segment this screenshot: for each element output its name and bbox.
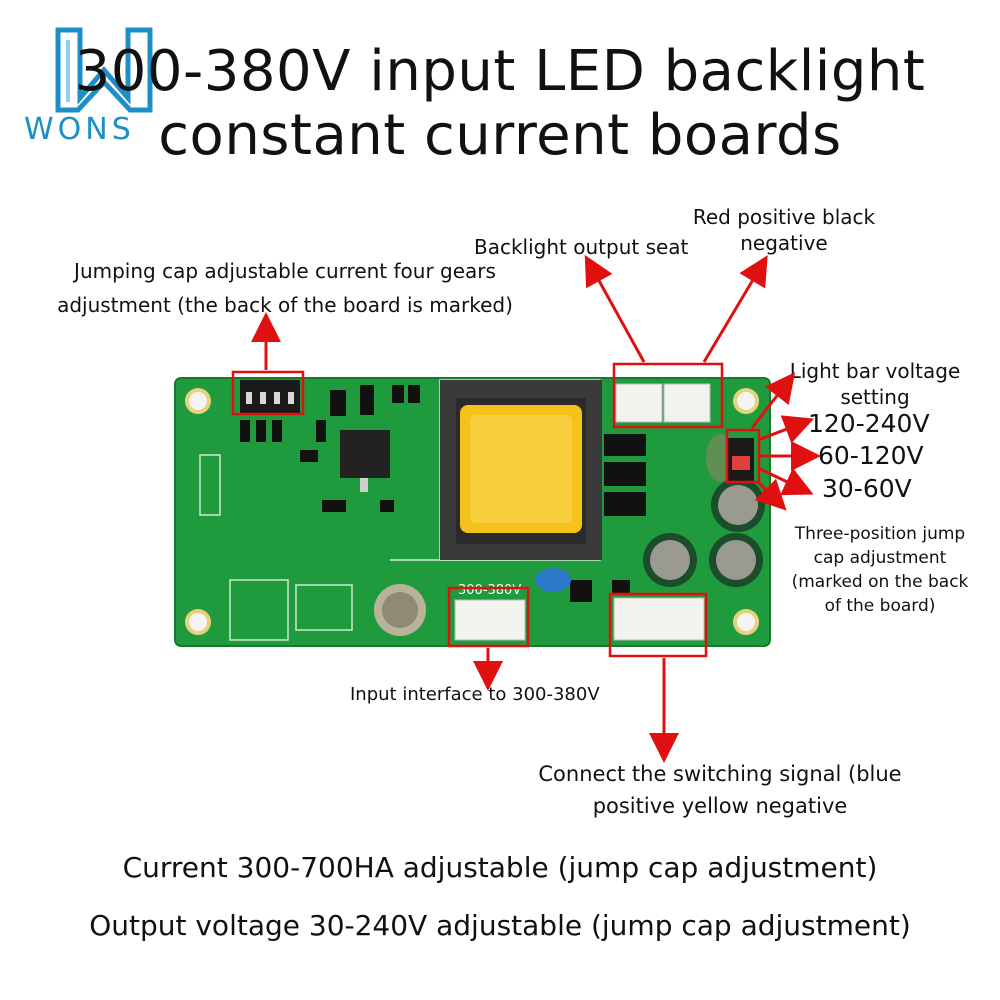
voltage-60-120: 60-120V <box>818 441 924 470</box>
callout-input-interface: Input interface to 300-380V <box>350 684 600 705</box>
callout-light-bar-line2: setting <box>840 385 910 409</box>
blue-capacitor <box>535 568 571 592</box>
highlight-input <box>447 586 530 648</box>
highlight-switching <box>608 592 708 658</box>
callout-switching-line1: Connect the switching signal (blue <box>538 762 902 786</box>
voltage-jumper-header <box>728 438 754 482</box>
page-title-line2: constant current boards <box>158 103 842 168</box>
mosfet <box>340 430 390 478</box>
highlight-boxes <box>231 362 761 658</box>
callout-backlight-seat: Backlight output seat <box>474 235 689 259</box>
callout-three-position-line3: (marked on the back <box>791 572 969 592</box>
silk-input-marking: 300-380V <box>458 583 521 598</box>
voltage-30-60: 30-60V <box>822 474 912 503</box>
current-jumper-header <box>240 380 300 414</box>
voltage-120-240: 120-240V <box>808 409 930 438</box>
arrow-three-position <box>754 478 787 511</box>
callout-light-bar: Light bar voltage setting <box>780 358 970 410</box>
arrow-30-60 <box>757 466 814 496</box>
brand-logo: WONS <box>20 20 190 150</box>
callout-three-position-line4: of the board) <box>824 596 936 616</box>
spec-voltage: Output voltage 30-240V adjustable (jump … <box>89 909 911 942</box>
highlight-current-jumper <box>231 370 305 416</box>
callout-red-black: Red positive black negative <box>664 204 904 256</box>
input-connector <box>454 599 526 641</box>
highlight-voltage-jumper <box>725 428 761 484</box>
callout-three-position-line1: Three-position jump <box>794 524 966 544</box>
spec-current: Current 300-700HA adjustable (jump cap a… <box>122 851 878 884</box>
brand-name: WONS <box>24 112 135 147</box>
switching-signal-connector <box>613 597 705 641</box>
callout-three-position-line2: cap adjustment <box>813 548 947 568</box>
callout-jumping-cap: Jumping cap adjustable current four gear… <box>20 258 550 318</box>
page-title-line1: 300-380V input LED backlight <box>74 39 926 104</box>
smd-components <box>240 385 646 602</box>
backlight-output-connectors <box>615 383 711 423</box>
callout-three-position: Three-position jump cap adjustment (mark… <box>770 522 990 618</box>
logo-mark-icon <box>55 27 153 113</box>
callout-arrows <box>251 254 821 763</box>
callout-jumping-cap-line1: Jumping cap adjustable current four gear… <box>74 259 496 283</box>
callout-light-bar-line1: Light bar voltage <box>789 359 961 383</box>
mounting-holes <box>185 388 759 635</box>
arrow-light-bar <box>750 372 796 429</box>
callout-red-black-line1: Red positive black <box>692 205 876 229</box>
callout-switching-signal: Connect the switching signal (blue posit… <box>500 758 940 822</box>
callout-jumping-cap-line2: adjustment (the back of the board is mar… <box>57 293 513 317</box>
highlight-output-seat <box>612 362 724 429</box>
transformer <box>440 380 602 560</box>
callout-red-black-line2: negative <box>740 231 828 255</box>
arrow-red-black <box>702 255 768 363</box>
callout-switching-line2: positive yellow negative <box>592 794 848 818</box>
arrow-120-240 <box>757 415 815 444</box>
arrow-output-seat <box>584 254 646 363</box>
electrolytic-capacitors <box>374 478 765 636</box>
